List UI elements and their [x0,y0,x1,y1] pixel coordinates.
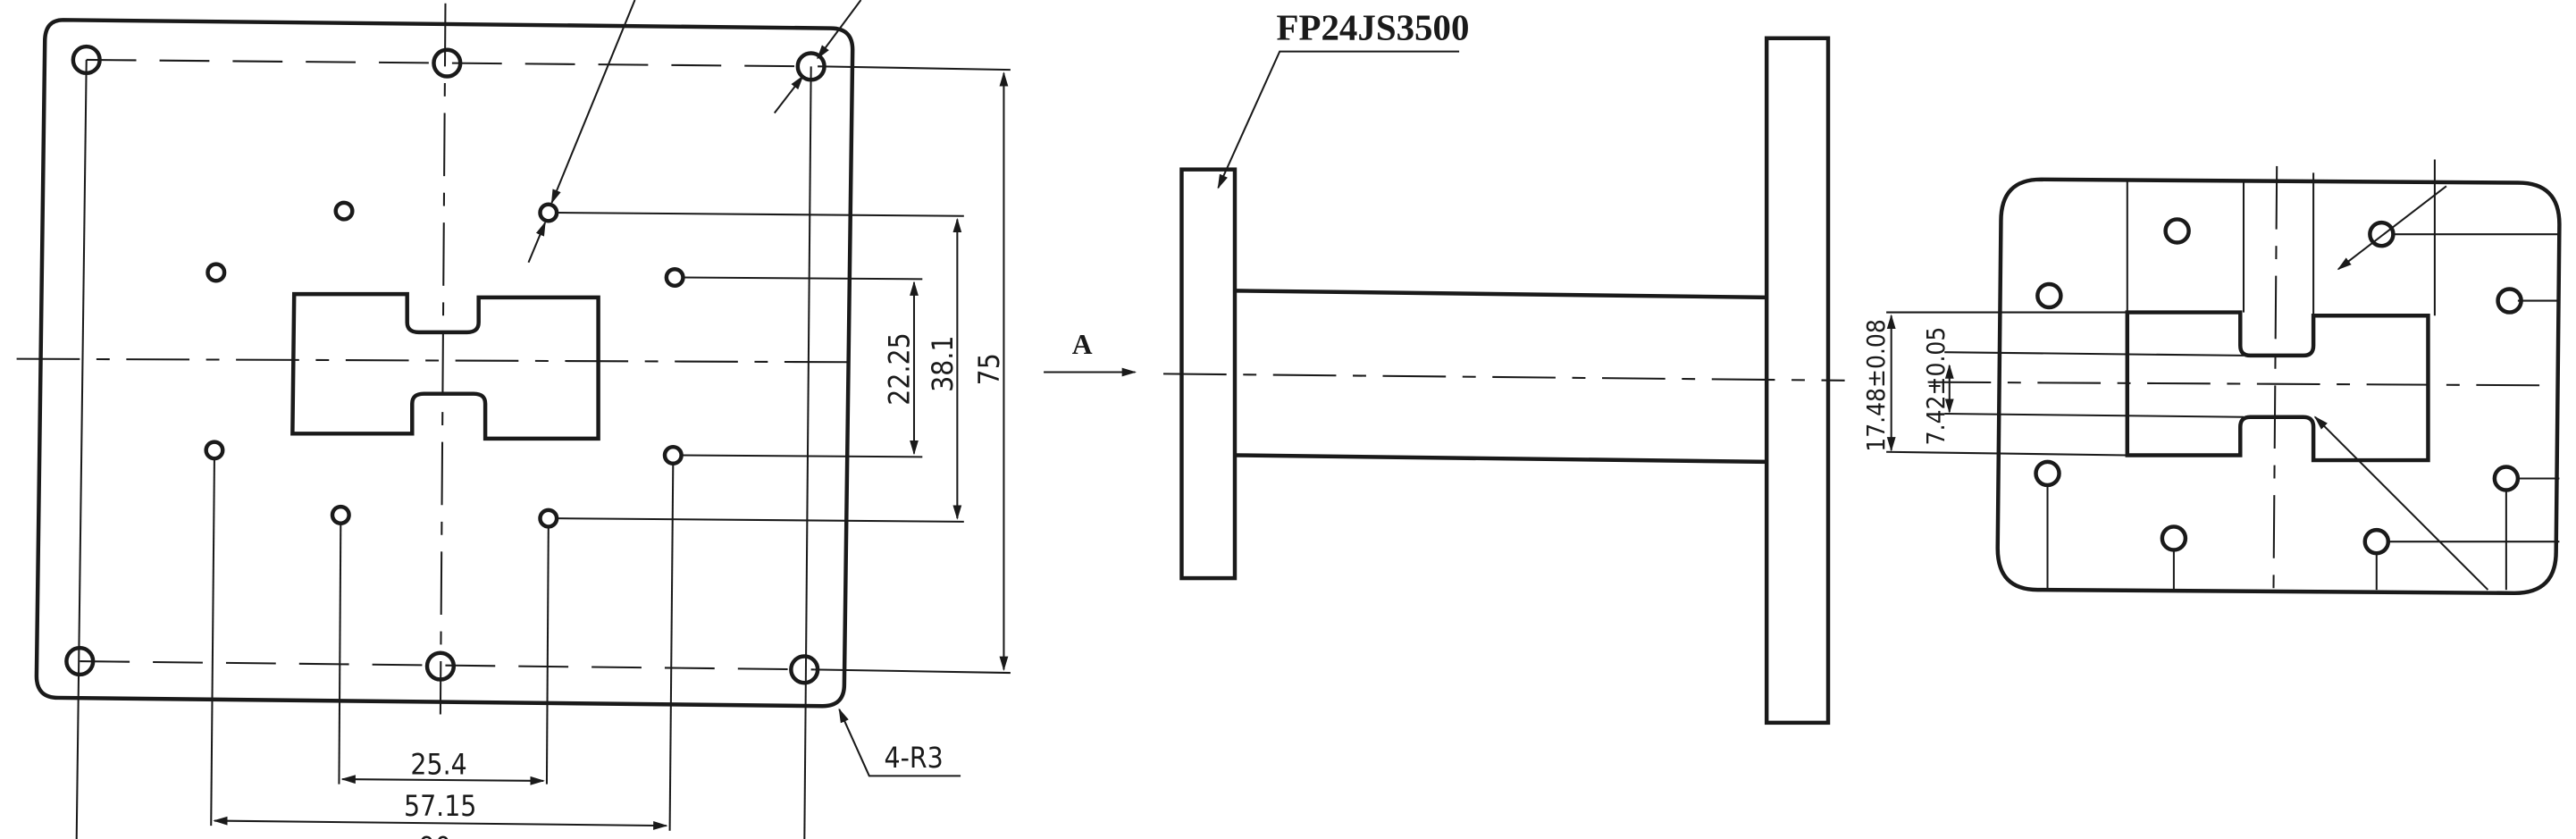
dim-75: 75 [974,353,1006,385]
part-number-label: FP24JS3500 [1276,8,1469,48]
waveguide-top-wall [1236,289,1767,300]
dim-line-57-15 [213,816,668,830]
corner-radius-leader [838,708,961,777]
part-number-leader [1217,50,1460,189]
ridge-leader [2313,415,2489,591]
dim-25-4: 25.4 [410,749,466,781]
side-view: FP24JS3500 [1162,8,1845,726]
hole-top-center [432,47,463,79]
diameter-leader [2337,185,2447,271]
waveguide-slot [290,291,600,441]
view-a-h-centerline [1927,381,2560,387]
dim-7-42: 7.42±0.05 [1921,327,1951,446]
leader-line-1 [550,0,636,205]
leader-line-2b [773,75,804,114]
side-centerline [1162,373,1845,382]
view-direction-arrow: A [1044,329,1137,377]
plate-outline [34,18,855,709]
dim-57-15: 57.15 [404,791,476,823]
leader-line-1b [527,221,547,264]
corner-hole-bl [64,645,96,677]
dim-90-partial: 90 [419,832,451,839]
view-a-holes [2034,217,2523,556]
hole-bottom-center [424,650,457,682]
view-a-ridge-opening [2125,310,2430,463]
corner-radius-label: 4-R3 [885,743,944,775]
left-hole-line [75,59,88,839]
right-hole-line [803,66,812,839]
view-label-a: A [1072,329,1093,360]
vertical-centerline [439,3,447,715]
horizontal-centerline [16,357,865,364]
view-a-v-centerline [2272,165,2278,591]
dim-line-25-4 [340,775,545,785]
dim-38-1: 38.1 [927,336,960,392]
view-a: 17.48±0.08 7.42±0.05 [1861,159,2562,596]
leader-line-2 [817,0,862,60]
waveguide-bottom-wall [1236,453,1767,465]
front-view-plate: 22.25 38.1 75 25.4 57.15 90 4-R3 [16,0,1011,839]
view-a-outline [1995,177,2562,596]
corner-hole-tl [71,44,102,76]
dim-17-48: 17.48±0.08 [1861,319,1891,452]
top-hole-line [86,58,823,68]
bottom-hole-line [80,660,815,671]
dim-22-25: 22.25 [884,332,916,405]
